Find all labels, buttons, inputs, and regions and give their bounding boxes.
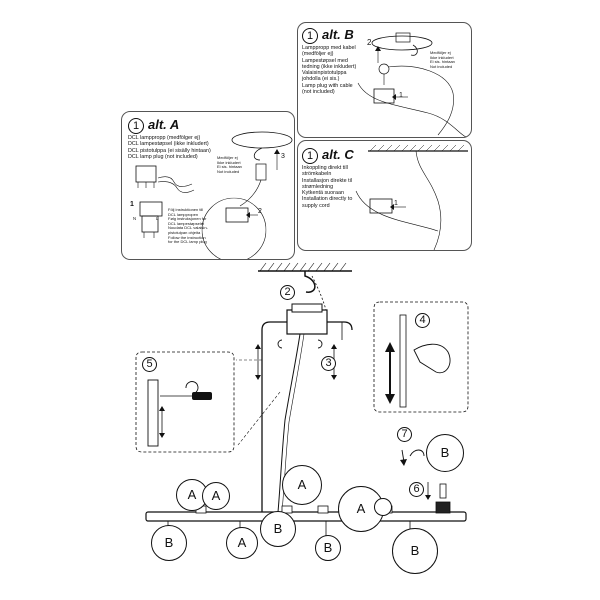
globe-b: B [151, 525, 187, 561]
globe-blank [374, 498, 392, 516]
alt-c-step-1: 1 [394, 200, 398, 207]
step-4-marker: 4 [415, 313, 430, 328]
alt-a-description: DCL lamppropp (medfölger ej) DCL lampest… [128, 135, 211, 160]
step-3-marker: 3 [321, 356, 336, 371]
note-line: Not included [430, 63, 453, 69]
globe-a: A [226, 527, 258, 559]
instruction-line: Følg instruksjonen for [168, 216, 207, 222]
note-line: Medföljer ej [430, 50, 451, 55]
note-line: Ikke inkludert [430, 54, 454, 60]
alt-a-line: DCL lamppropp (medfölger ej) [128, 135, 201, 141]
globe-b-detail: B [426, 434, 464, 472]
alt-b-step-1: 1 [399, 92, 403, 99]
note-line: Not included [217, 168, 240, 174]
note-line: Ikke inkludert [217, 159, 241, 165]
alt-b-line: tedning (ikke inkludert) [302, 63, 357, 70]
alt-b-description: Lamppropp med kabel (medföljer ej) Lampe… [302, 45, 356, 95]
alt-a-title: 1 alt. A [128, 117, 179, 134]
step-7-marker: 7 [397, 427, 412, 442]
step-6-marker: 6 [409, 482, 424, 497]
globe-a: A [282, 465, 322, 505]
alt-c-line: Inkoppling direkt till [302, 165, 348, 171]
alt-a-line: DCL pistotulppa (ei sisälly hintaan) [128, 147, 211, 154]
alt-a-step-1: 1 [130, 201, 134, 208]
alt-b-line: (medföljer ej) [302, 51, 334, 58]
alt-a-step-3: 3 [281, 153, 285, 160]
note-line: Ei sis. hintaan [430, 59, 455, 65]
alt-c-line: strømledning [302, 183, 334, 190]
alt-c-title: 1 alt. C [302, 147, 354, 164]
alt-b-step-2: 2 [367, 38, 372, 47]
alt-c-line: strömkabeln [302, 171, 332, 178]
instruction-line: pistotulpan ohjeita [168, 229, 201, 235]
alt-b-line: Lamp plug with cable [302, 82, 353, 89]
step-5-marker: 5 [142, 357, 157, 372]
alt-b-line: Lamppropp med kabel [302, 45, 356, 51]
instruction-line: Follow the instruction [168, 234, 206, 240]
step-2-marker: 2 [280, 285, 295, 300]
alt-b-number: 1 [302, 28, 318, 44]
alt-c-line: Installation directly to [302, 196, 353, 203]
alt-b-drawing [357, 32, 467, 137]
alt-a-line: DCL lampestøpsel (ikke inkludert) [128, 141, 209, 148]
alt-b-title: 1 alt. B [302, 27, 354, 44]
alt-c-line: Installasjon direkte til [302, 177, 353, 184]
alt-b-not-included-note: Medföljer ej Ikke inkludert Ei sis. hint… [430, 50, 455, 69]
alt-b-line: johdolla (ei sis.) [302, 76, 340, 83]
alt-c-number: 1 [302, 148, 318, 164]
alt-c-line: Kytkentä suoraan [302, 190, 344, 197]
instruction-line: Följ instruktionen till [168, 207, 204, 212]
note-line: Ei sis. hintaan [217, 164, 242, 170]
alt-b-title-text: alt. B [322, 27, 354, 42]
panel-alt-c: 1 alt. C Inkoppling direkt till strömkabe… [297, 140, 472, 251]
panel-alt-a: 1 alt. A DCL lamppropp (medfölger ej) DCL… [121, 111, 295, 260]
globe-b: B [260, 511, 296, 547]
globe-b: B [392, 528, 438, 574]
instruction-line: for the DCL lamp plug [168, 239, 207, 245]
alt-a-line: DCL lamp plug (not included) [128, 153, 198, 160]
instruction-line: Noudata DCL valaisin- [168, 225, 208, 231]
globe-b: B [315, 535, 341, 561]
alt-a-not-included-note: Medföljer ej Ikke inkludert Ei sis. hint… [217, 155, 242, 174]
alt-a-number: 1 [128, 118, 144, 134]
globe-a: A [202, 482, 230, 510]
alt-c-drawing [355, 144, 468, 250]
instruction-line: DCL lampestøpselet [168, 220, 205, 226]
alt-a-instructions: Följ instruktionen till DCL lamppropen F… [168, 207, 208, 245]
alt-c-title-text: alt. C [322, 147, 354, 162]
alt-a-title-text: alt. A [148, 117, 180, 132]
alt-c-line: supply cord [302, 202, 330, 209]
alt-b-line: Lampestøpsel med [302, 57, 348, 64]
alt-c-description: Inkoppling direkt till strömkabeln Insta… [302, 165, 352, 209]
alt-b-line: Valaisinpistotulppa [302, 70, 347, 77]
alt-b-line: (not included) [302, 89, 335, 96]
instruction-line: DCL lamppropen [168, 211, 199, 217]
alt-a-drawing [135, 131, 293, 259]
note-line: Medföljer ej [217, 155, 238, 160]
panel-alt-b: 1 alt. B Lamppropp med kabel (medföljer e… [297, 22, 472, 138]
alt-a-l-label: L [156, 216, 159, 221]
alt-a-n-label: N [133, 216, 137, 221]
